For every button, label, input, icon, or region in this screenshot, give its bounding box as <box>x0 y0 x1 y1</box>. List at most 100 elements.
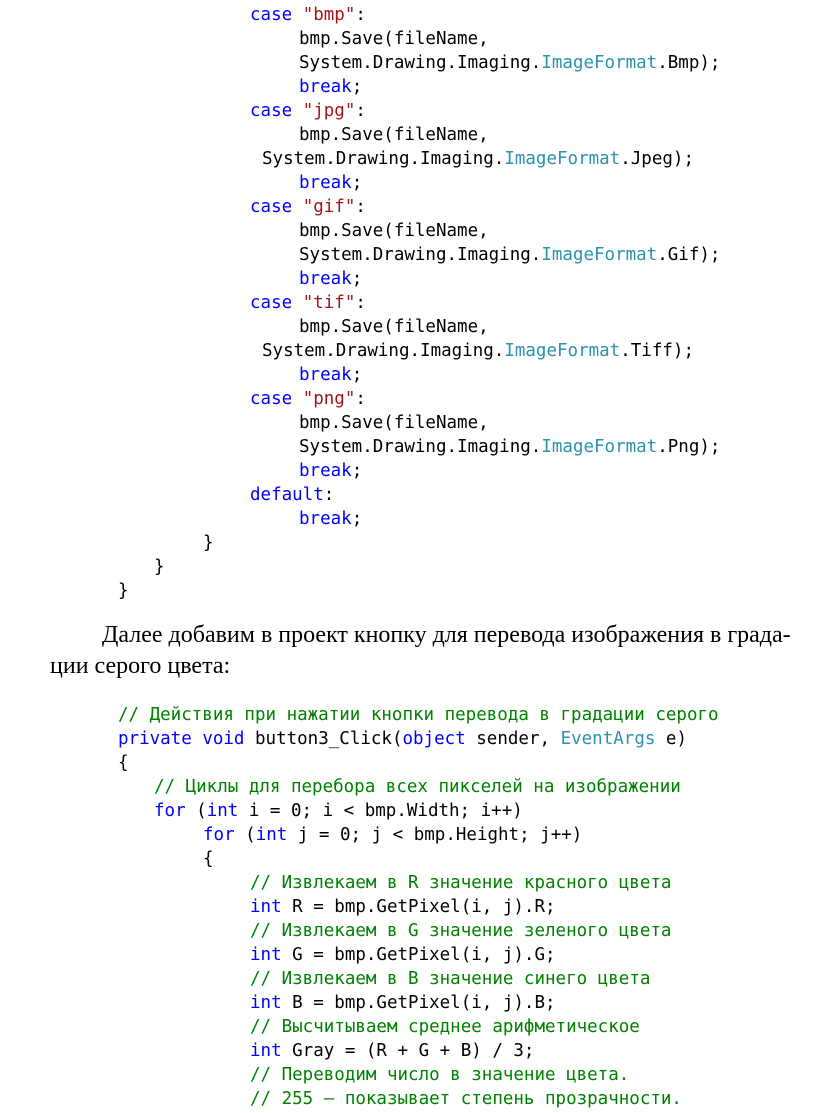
code-text <box>192 729 203 749</box>
code-keyword: break <box>299 269 352 289</box>
code-text: } <box>118 581 129 601</box>
code-line: int R = bmp.GetPixel(i, j).R; <box>0 895 719 919</box>
code-line: break; <box>0 171 720 195</box>
code-text: .Jpeg); <box>620 149 694 169</box>
code-string: "tif" <box>302 293 356 313</box>
code-keyword: case <box>250 197 293 217</box>
code-line: bmp.Save(fileName, <box>0 27 720 51</box>
code-line: bmp.Save(fileName, <box>0 411 720 435</box>
code-line: System.Drawing.Imaging.ImageFormat.Gif); <box>0 243 720 267</box>
code-line: // Переводим число в значение цвета. <box>0 1063 719 1087</box>
code-keyword: break <box>299 173 352 193</box>
code-keyword: for <box>203 825 235 845</box>
code-type: ImageFormat <box>541 437 658 457</box>
code-line: { <box>0 847 719 871</box>
code-line: bmp.Save(fileName, <box>0 315 720 339</box>
code-keyword: int <box>206 801 239 821</box>
code-text <box>292 5 303 25</box>
code-keyword: default <box>250 485 324 505</box>
code-line: break; <box>0 75 720 99</box>
code-line: System.Drawing.Imaging.ImageFormat.Png); <box>0 435 720 459</box>
code-text: } <box>203 533 214 553</box>
code-text: : <box>355 197 366 217</box>
code-text: Gray = (R + G + B) / 3; <box>281 1041 535 1061</box>
code-line: // Извлекаем в R значение красного цвета <box>0 871 719 895</box>
code-keyword: case <box>250 5 293 25</box>
code-text: e) <box>655 729 687 749</box>
code-line: int G = bmp.GetPixel(i, j).G; <box>0 943 719 967</box>
code-keyword: case <box>250 389 293 409</box>
code-text: ( <box>234 825 256 845</box>
code-type: ImageFormat <box>504 149 621 169</box>
code-text: : <box>355 389 366 409</box>
code-keyword: break <box>299 77 352 97</box>
code-comment: // Циклы для перебора всех пикселей на и… <box>154 777 681 797</box>
code-keyword: int <box>250 993 282 1013</box>
code-line: case "bmp": <box>0 3 720 27</box>
code-comment: // Извлекаем в B значение синего цвета <box>250 969 651 989</box>
code-keyword: case <box>250 101 293 121</box>
code-line: int B = bmp.GetPixel(i, j).B; <box>0 991 719 1015</box>
code-line: bmp.Save(fileName, <box>0 123 720 147</box>
code-keyword: int <box>250 945 282 965</box>
code-string: "gif" <box>302 197 356 217</box>
code-text: ; <box>351 77 363 97</box>
code-line: break; <box>0 363 720 387</box>
code-line: // Извлекаем в B значение синего цвета <box>0 967 719 991</box>
code-keyword: private <box>118 729 192 749</box>
code-line: } <box>0 531 720 555</box>
code-keyword: void <box>202 729 245 749</box>
code-keyword: break <box>299 365 352 385</box>
code-line: } <box>0 555 720 579</box>
code-text: } <box>154 557 165 577</box>
code-text: ; <box>351 269 363 289</box>
code-text: ; <box>351 509 363 529</box>
code-keyword: object <box>402 729 466 749</box>
code-comment: // Действия при нажатии кнопки перевода … <box>118 705 719 725</box>
code-text: .Gif); <box>657 245 721 265</box>
code-text: bmp.Save(fileName, <box>299 125 489 145</box>
code-line: // Циклы для перебора всех пикселей на и… <box>0 775 719 799</box>
code-keyword: break <box>299 461 352 481</box>
code-text: ; <box>351 173 363 193</box>
code-type: ImageFormat <box>504 341 621 361</box>
code-line: private void button3_Click(object sender… <box>0 727 719 751</box>
code-type: EventArgs <box>560 729 656 749</box>
code-text: { <box>203 849 214 869</box>
code-text: : <box>355 101 366 121</box>
code-line: break; <box>0 267 720 291</box>
code-line: { <box>0 751 719 775</box>
code-keyword: int <box>250 1041 282 1061</box>
code-line: for (int j = 0; j < bmp.Height; j++) <box>0 823 719 847</box>
code-line: case "tif": <box>0 291 720 315</box>
code-text: System.Drawing.Imaging. <box>262 341 505 361</box>
code-text: ; <box>351 365 363 385</box>
code-text: System.Drawing.Imaging. <box>299 245 542 265</box>
code-line: int Gray = (R + G + B) / 3; <box>0 1039 719 1063</box>
code-line: } <box>0 579 720 603</box>
code-text: .Tiff); <box>620 341 694 361</box>
code-text: .Png); <box>657 437 721 457</box>
code-text: System.Drawing.Imaging. <box>299 53 542 73</box>
code-text: bmp.Save(fileName, <box>299 29 489 49</box>
code-line: System.Drawing.Imaging.ImageFormat.Jpeg)… <box>0 147 720 171</box>
code-line: // Извлекаем в G значение зеленого цвета <box>0 919 719 943</box>
code-block-button3-click: // Действия при нажатии кнопки перевода … <box>0 703 719 1111</box>
code-text: : <box>323 485 335 505</box>
code-line: break; <box>0 507 720 531</box>
code-line: System.Drawing.Imaging.ImageFormat.Tiff)… <box>0 339 720 363</box>
code-line: case "gif": <box>0 195 720 219</box>
code-comment: // Извлекаем в G значение зеленого цвета <box>250 921 672 941</box>
code-text: System.Drawing.Imaging. <box>262 149 505 169</box>
code-line: // Действия при нажатии кнопки перевода … <box>0 703 719 727</box>
code-text: .Bmp); <box>657 53 721 73</box>
body-paragraph: Далее добавим в проект кнопку для перево… <box>50 620 802 682</box>
code-string: "bmp" <box>302 5 356 25</box>
code-keyword: int <box>255 825 288 845</box>
code-text: G = bmp.GetPixel(i, j).G; <box>281 945 556 965</box>
code-line: default: <box>0 483 720 507</box>
code-line: case "jpg": <box>0 99 720 123</box>
code-block-switch-cases: case "bmp":bmp.Save(fileName,System.Draw… <box>0 3 720 603</box>
code-line: break; <box>0 459 720 483</box>
code-line: case "png": <box>0 387 720 411</box>
